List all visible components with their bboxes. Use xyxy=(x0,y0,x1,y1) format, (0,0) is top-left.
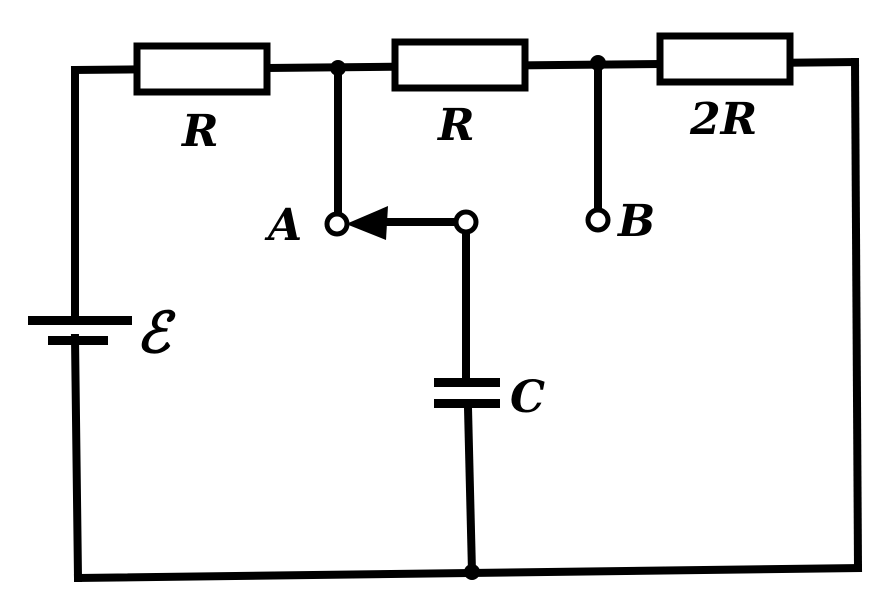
left-wire-lower xyxy=(70,333,83,583)
label-capacitor: C xyxy=(510,372,545,423)
resistor-2r xyxy=(656,32,794,86)
terminal-b xyxy=(585,207,611,233)
label-b: B xyxy=(616,196,655,247)
label-emf: ℰ xyxy=(136,300,176,366)
battery-plate-short xyxy=(48,336,108,345)
capacitor-plate-bottom xyxy=(434,399,500,408)
label-2r: 2R xyxy=(689,94,757,145)
resistor-r2 xyxy=(391,38,529,92)
terminal-a xyxy=(324,211,350,237)
right-wire xyxy=(850,57,863,573)
capacitor-lower-wire xyxy=(463,403,477,577)
label-a: A xyxy=(264,200,302,251)
battery-plate-long xyxy=(28,316,132,325)
switch-arrowhead xyxy=(346,206,388,240)
resistor-r1 xyxy=(133,42,271,96)
terminal-capacitor xyxy=(453,209,479,235)
label-r2: R xyxy=(436,100,475,151)
label-r1: R xyxy=(180,106,219,157)
capacitor-plate-top xyxy=(434,378,500,387)
